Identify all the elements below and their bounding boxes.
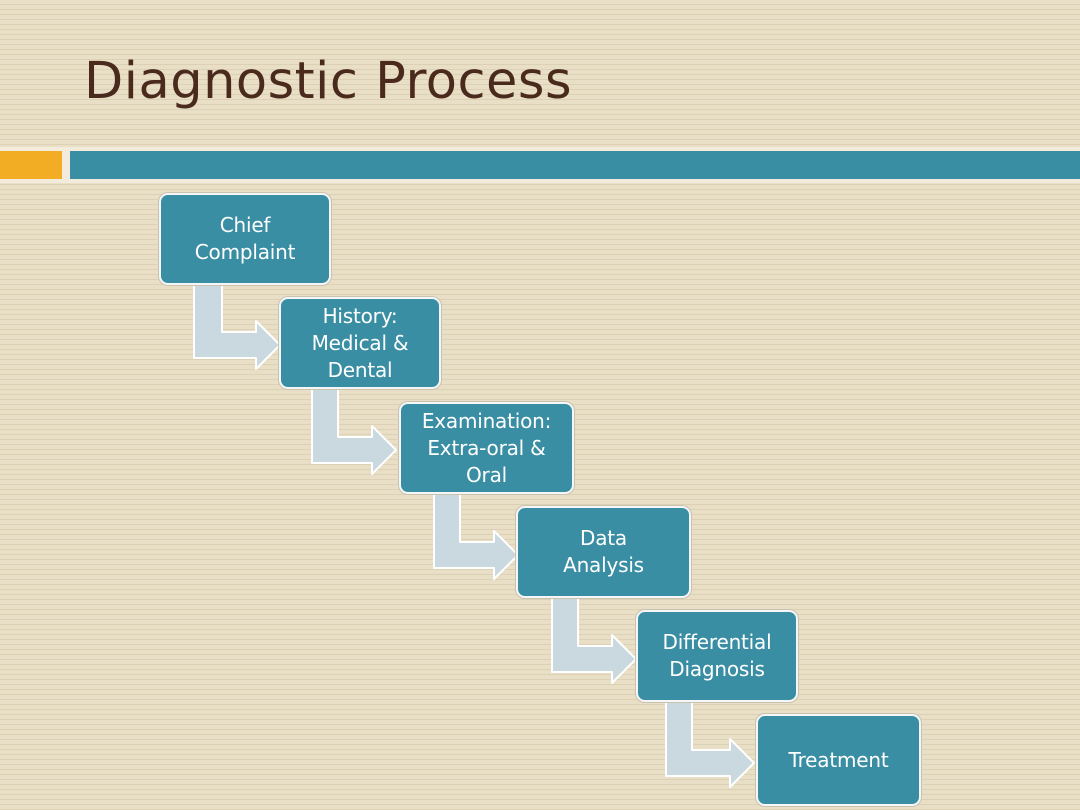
bent-arrow-1 <box>193 284 281 370</box>
bent-arrow-4 <box>551 597 637 684</box>
step-label: Data Analysis <box>563 526 644 577</box>
accent-bar-orange <box>0 151 62 179</box>
bent-arrow-3 <box>433 493 519 580</box>
step-differential-diagnosis: Differential Diagnosis <box>636 610 798 702</box>
step-data-analysis: Data Analysis <box>516 506 691 598</box>
step-treatment: Treatment <box>756 714 921 806</box>
step-label: Chief Complaint <box>194 213 296 264</box>
step-label: History: Medical & Dental <box>311 303 409 382</box>
step-examination: Examination: Extra-oral & Oral <box>399 402 574 494</box>
slide-title: Diagnostic Process <box>84 52 573 111</box>
bent-arrow-5 <box>665 701 755 788</box>
step-chief-complaint: Chief Complaint <box>159 193 331 285</box>
step-label: Differential Diagnosis <box>662 630 772 681</box>
step-history: History: Medical & Dental <box>279 297 441 389</box>
step-label: Examination: Extra-oral & Oral <box>421 408 552 487</box>
accent-bar-teal <box>70 151 1080 179</box>
step-label: Treatment <box>788 747 889 772</box>
bent-arrow-2 <box>311 388 397 475</box>
